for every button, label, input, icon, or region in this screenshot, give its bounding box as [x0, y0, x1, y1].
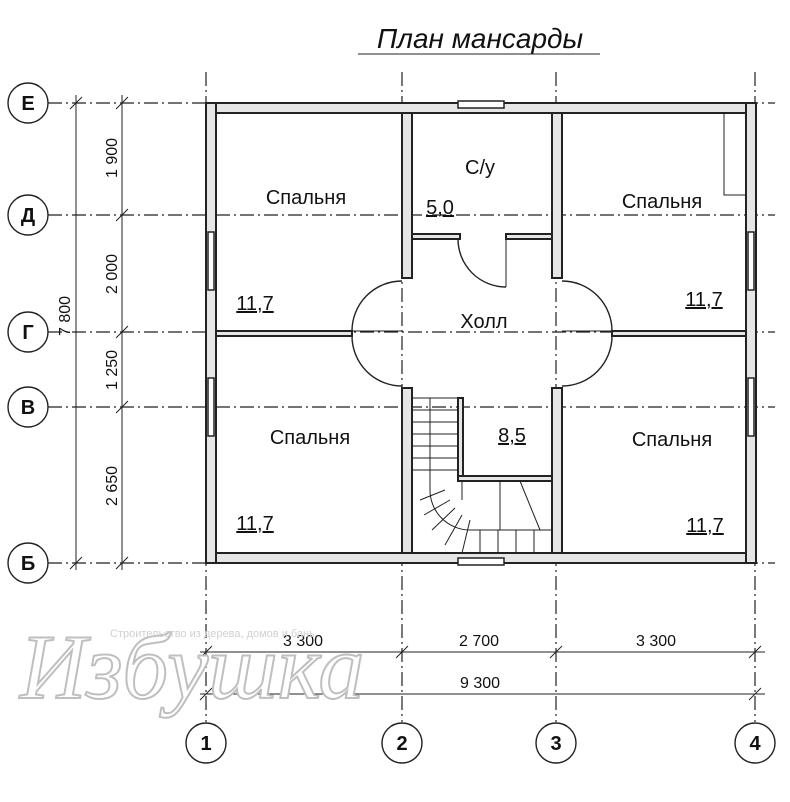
room-bedroom-br: Спальня 11,7: [632, 429, 724, 537]
staircase: [412, 397, 552, 554]
room-bathroom: С/у 5,0: [426, 157, 495, 219]
room-name: С/у: [465, 157, 495, 179]
axis-label-3: 3: [550, 733, 561, 755]
axis-label-4: 4: [749, 733, 761, 755]
room-name: Спальня: [632, 429, 712, 451]
dim-left-total: 7 800: [57, 296, 74, 336]
axis-label-d: Д: [21, 205, 35, 227]
axis-label-b: Б: [21, 553, 35, 575]
room-name: Спальня: [622, 191, 702, 213]
room-area: 11,7: [686, 515, 723, 537]
left-dimensions: 1 900 2 000 1 250 2 650 7 800: [57, 95, 129, 570]
door-swings: [351, 238, 613, 387]
dim-bottom-3: 3 300: [636, 633, 676, 650]
cabinet: [723, 112, 747, 196]
axis-markers-vertical: 1 2 3 4: [185, 722, 776, 764]
dim-left-3: 1 250: [104, 350, 121, 390]
room-bedroom-tl: Спальня 11,7: [236, 187, 346, 315]
room-area: 8,5: [498, 425, 526, 447]
watermark-text: Избушка: [18, 616, 364, 718]
axis-label-1: 1: [200, 733, 211, 755]
dim-bottom-total: 9 300: [460, 675, 500, 692]
dim-left-2: 2 000: [104, 254, 121, 294]
dim-bottom-2: 2 700: [459, 633, 499, 650]
bottom-dimensions: 3 300 2 700 3 300 9 300: [199, 633, 765, 701]
axis-label-e: Е: [21, 93, 34, 115]
dim-bottom-1: 3 300: [283, 633, 323, 650]
room-bedroom-tr: Спальня 11,7: [622, 191, 723, 311]
dim-left-1: 1 900: [104, 138, 121, 178]
windows: [207, 100, 755, 566]
interior-walls: [215, 112, 747, 554]
room-name: Холл: [460, 311, 507, 333]
room-name: Спальня: [270, 427, 350, 449]
axis-label-g: Г: [22, 322, 33, 344]
room-area: 5,0: [426, 197, 454, 219]
watermark-subtext: Строительство из дерева, домов и бань: [110, 628, 315, 640]
room-area: 11,7: [236, 513, 273, 535]
dim-left-4: 2 650: [104, 466, 121, 506]
room-hall: Холл 8,5: [460, 311, 525, 447]
room-area: 11,7: [685, 289, 722, 311]
axis-markers-horizontal: Е Д Г В Б: [7, 82, 49, 584]
plan-title: План мансарды: [377, 23, 584, 54]
room-bedroom-bl: Спальня 11,7: [236, 427, 350, 535]
room-area: 11,7: [236, 293, 273, 315]
axis-label-2: 2: [396, 733, 407, 755]
axis-label-v: В: [21, 397, 35, 419]
room-name: Спальня: [266, 187, 346, 209]
watermark: Избушка Строительство из дерева, домов и…: [17, 615, 365, 719]
